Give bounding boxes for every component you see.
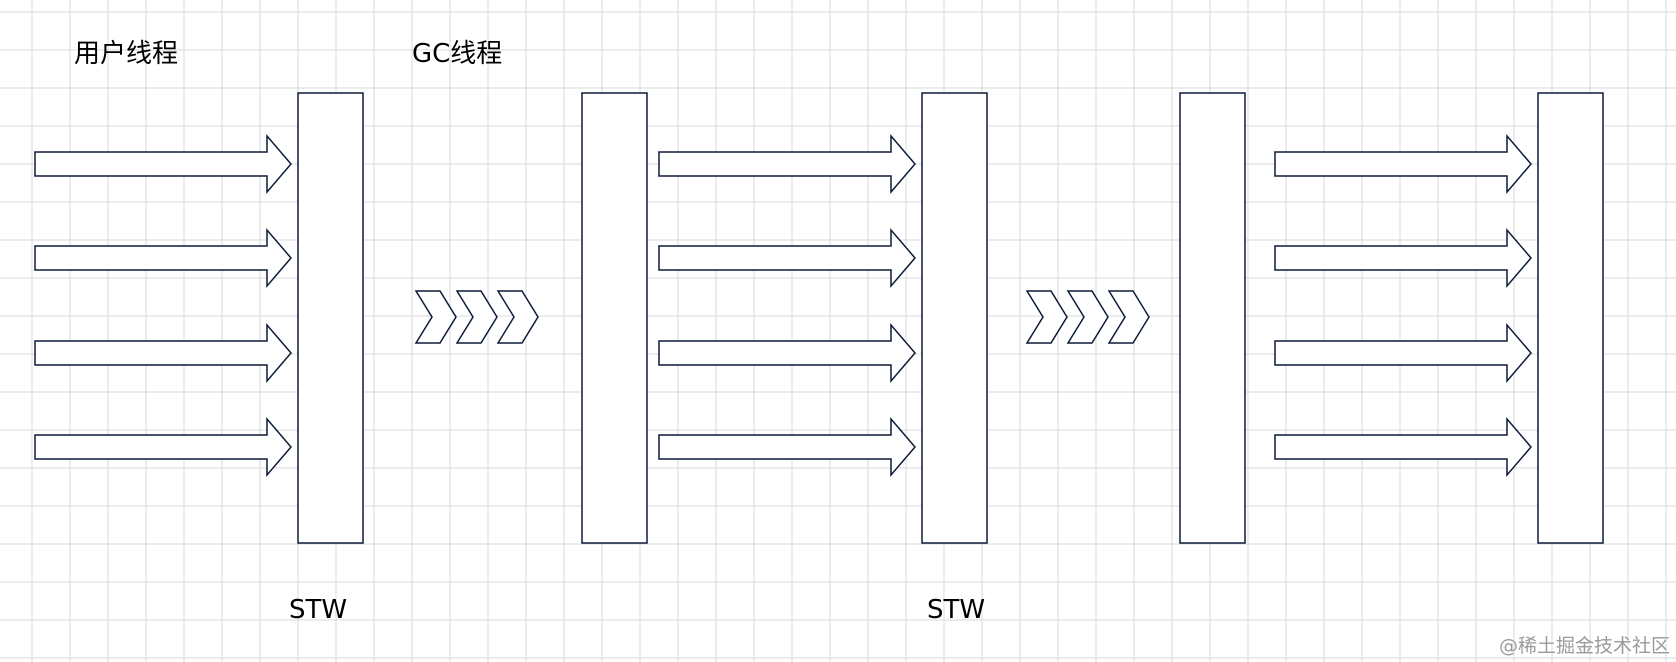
stw-bar-2	[921, 92, 988, 544]
thread-arrow-icon	[1274, 416, 1532, 478]
thread-arrow-icon	[34, 416, 292, 478]
chevron-icon	[496, 290, 539, 344]
stw-label-1: STW	[289, 595, 347, 625]
thread-arrow-icon	[1274, 322, 1532, 384]
transition-chevron-icon-2	[1025, 290, 1150, 344]
chevron-icon	[414, 290, 457, 344]
gc-bar-1	[581, 92, 648, 544]
stw-bar-1	[297, 92, 364, 544]
thread-arrow-icon	[34, 322, 292, 384]
chevron-icon	[1066, 290, 1109, 344]
stw-bar-3	[1537, 92, 1604, 544]
thread-arrow-icon	[1274, 133, 1532, 195]
phase-bars	[297, 92, 1604, 544]
chevron-icon	[455, 290, 498, 344]
thread-arrow-icon	[658, 322, 916, 384]
watermark: @稀土掘金技术社区	[1499, 635, 1670, 657]
gc-bar-2	[1179, 92, 1246, 544]
gc-thread-label: GC线程	[412, 39, 502, 69]
stw-label-2: STW	[927, 595, 985, 625]
thread-arrow-icon	[1274, 227, 1532, 289]
chevron-icon	[1025, 290, 1068, 344]
chevron-icon	[1107, 290, 1150, 344]
thread-arrow-icon	[658, 227, 916, 289]
thread-arrow-icon	[34, 133, 292, 195]
transition-chevron-icon-1	[414, 290, 539, 344]
thread-arrow-icon	[658, 133, 916, 195]
thread-arrow-icon	[34, 227, 292, 289]
user-thread-arrows-1	[34, 133, 292, 478]
user-thread-label: 用户线程	[74, 39, 178, 69]
user-thread-arrows-2	[658, 133, 916, 478]
user-thread-arrows-3	[1274, 133, 1532, 478]
thread-arrow-icon	[658, 416, 916, 478]
